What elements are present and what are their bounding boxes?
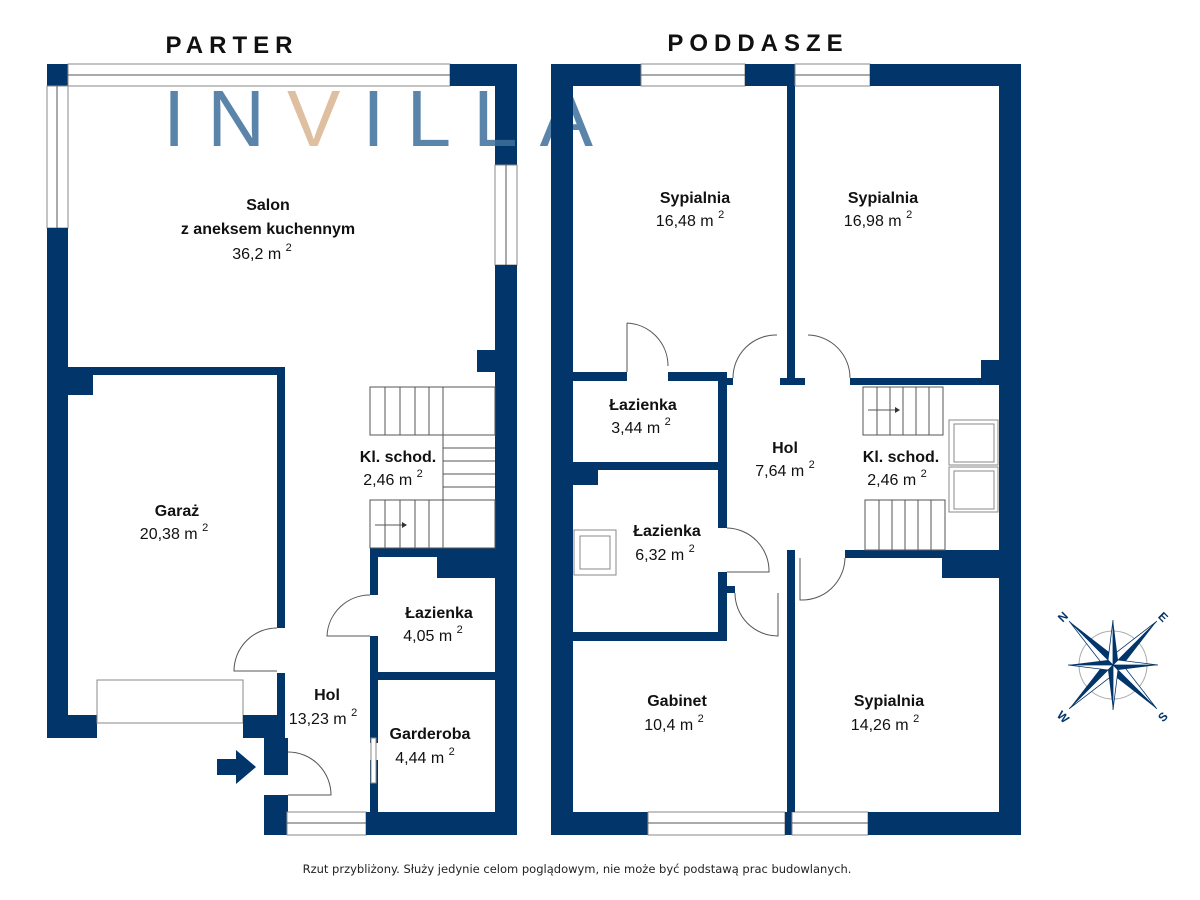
room-area: 16,48 m 2 bbox=[656, 209, 724, 230]
ground-doors bbox=[233, 594, 371, 796]
svg-text:N: N bbox=[1055, 609, 1071, 625]
room-area: 7,64 m 2 bbox=[755, 459, 815, 480]
entrance-arrow-icon bbox=[217, 750, 256, 784]
room-name: z aneksem kuchennym bbox=[181, 221, 355, 238]
svg-text:S: S bbox=[1155, 709, 1171, 725]
floor-title-poddasze: PODDASZE bbox=[667, 30, 848, 57]
svg-text:INVILLA: INVILLA bbox=[163, 74, 615, 163]
room-area: 10,4 m 2 bbox=[644, 713, 704, 734]
attic-staircase bbox=[862, 386, 999, 551]
svg-text:E: E bbox=[1155, 609, 1171, 625]
attic-doors bbox=[626, 322, 851, 637]
room-area: 14,26 m 2 bbox=[851, 713, 919, 734]
floor-title-parter: PARTER bbox=[166, 32, 299, 59]
room-name: Garderoba bbox=[390, 726, 471, 743]
room-name: Kl. schod. bbox=[360, 449, 436, 466]
room-name: Sypialnia bbox=[848, 190, 918, 207]
ground-floor-walls bbox=[46, 63, 518, 836]
room-area: 13,23 m 2 bbox=[289, 707, 357, 728]
svg-text:W: W bbox=[1054, 708, 1072, 726]
room-name: Sypialnia bbox=[660, 190, 730, 207]
room-area: 36,2 m 2 bbox=[232, 242, 292, 263]
invilla-logo: INVILLA bbox=[163, 74, 615, 163]
room-name: Sypialnia bbox=[854, 693, 924, 710]
ground-staircase bbox=[369, 386, 496, 549]
compass-rose-icon: N E S W bbox=[1054, 609, 1171, 726]
room-name: Garaż bbox=[155, 503, 199, 520]
room-name: Łazienka bbox=[405, 605, 473, 622]
attic-walls bbox=[551, 63, 1021, 836]
room-name: Hol bbox=[314, 687, 340, 704]
room-name: Łazienka bbox=[633, 523, 701, 540]
room-name: Gabinet bbox=[647, 693, 707, 710]
room-name: Salon bbox=[246, 197, 290, 214]
room-area: 2,46 m 2 bbox=[867, 468, 927, 489]
room-name: Kl. schod. bbox=[863, 449, 939, 466]
room-area: 20,38 m 2 bbox=[140, 522, 208, 543]
room-name: Łazienka bbox=[609, 397, 677, 414]
ground-room-labels: Salon z aneksem kuchennym 36,2 m 2 Garaż… bbox=[140, 197, 473, 767]
room-area: 4,05 m 2 bbox=[403, 624, 463, 645]
room-area: 6,32 m 2 bbox=[635, 543, 695, 564]
room-area: 2,46 m 2 bbox=[363, 468, 423, 489]
room-area: 16,98 m 2 bbox=[844, 209, 912, 230]
room-area: 3,44 m 2 bbox=[611, 416, 671, 437]
disclaimer-note: Rzut przybliżony. Służy jedynie celom po… bbox=[303, 862, 852, 876]
room-name: Hol bbox=[772, 440, 798, 457]
room-area: 4,44 m 2 bbox=[395, 746, 455, 767]
attic-room-labels: Sypialnia 16,48 m 2 Sypialnia 16,98 m 2 … bbox=[609, 190, 939, 734]
